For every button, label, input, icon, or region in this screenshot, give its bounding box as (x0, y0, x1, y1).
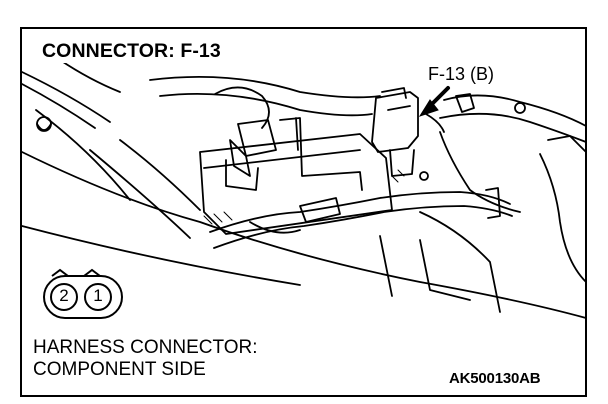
connector-pin-2-ring (50, 283, 78, 311)
engine-components (21, 59, 587, 319)
connector-pin-2-label: 2 (59, 286, 69, 305)
connector-pin-1-label: 1 (93, 286, 103, 305)
connector-title: CONNECTOR: F-13 (41, 40, 224, 63)
callout-arrow (418, 86, 450, 117)
harness-caption: HARNESS CONNECTOR: COMPONENT SIDE (33, 337, 260, 381)
callout-label: F-13 (B) (426, 64, 497, 85)
harness-caption-line-2: COMPONENT SIDE (33, 359, 206, 380)
connector-pin-1-ring (84, 283, 112, 311)
harness-connector-diagram (43, 268, 123, 319)
part-number: AK500130AB (449, 370, 541, 387)
harness-caption-line-1: HARNESS CONNECTOR: (33, 337, 258, 358)
